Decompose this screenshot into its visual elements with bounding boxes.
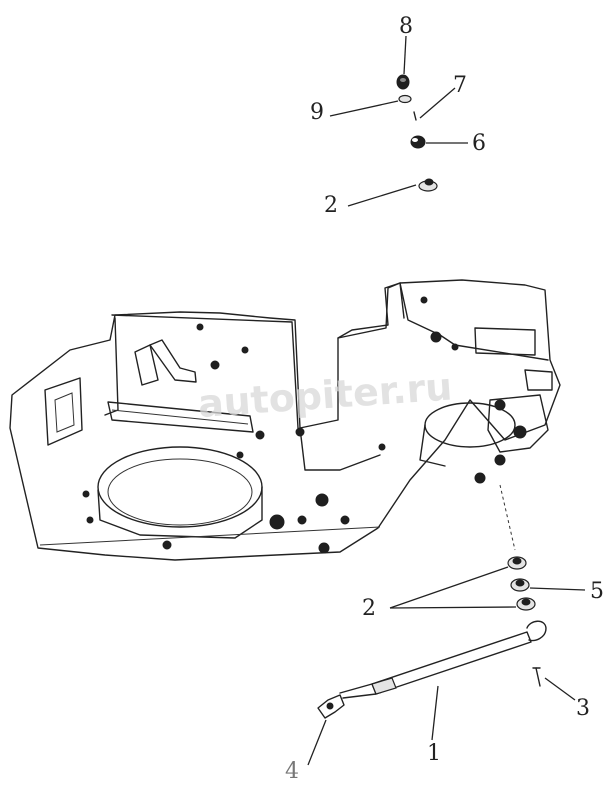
upper-fastener-stack	[396, 74, 438, 192]
callout-5: 5	[590, 579, 604, 604]
callout-1: 1	[427, 741, 441, 766]
main-housing	[9, 279, 561, 561]
part-8-nut	[396, 74, 410, 90]
part-2-ball-joint-upper	[507, 556, 527, 570]
callout-9: 9	[310, 100, 324, 125]
lower-parts	[317, 484, 547, 719]
callout-labels: 8 9 7 6 2 2 5 3 1 4	[285, 14, 604, 784]
callout-8: 8	[399, 14, 413, 39]
callout-2-top: 2	[324, 193, 338, 218]
callout-2-bottom: 2	[362, 596, 376, 621]
callout-6: 6	[472, 131, 486, 156]
callout-4: 4	[285, 759, 299, 784]
part-7-pin	[413, 111, 417, 121]
part-2-ball-joint-lower	[516, 597, 536, 611]
part-6-bushing	[410, 135, 426, 149]
callout-7: 7	[453, 73, 467, 98]
part-5-washer	[510, 578, 530, 592]
part-4-clevis	[317, 694, 345, 719]
housing-bolt-holes	[82, 296, 527, 554]
part-3-pin	[532, 667, 541, 687]
part-9-washer	[398, 94, 412, 104]
watermark: autopiter.ru	[197, 364, 454, 426]
part-2-ball-joint-top	[418, 178, 438, 192]
leader-lines	[307, 35, 586, 766]
part-1-rod	[339, 620, 547, 699]
callout-3: 3	[576, 696, 590, 721]
